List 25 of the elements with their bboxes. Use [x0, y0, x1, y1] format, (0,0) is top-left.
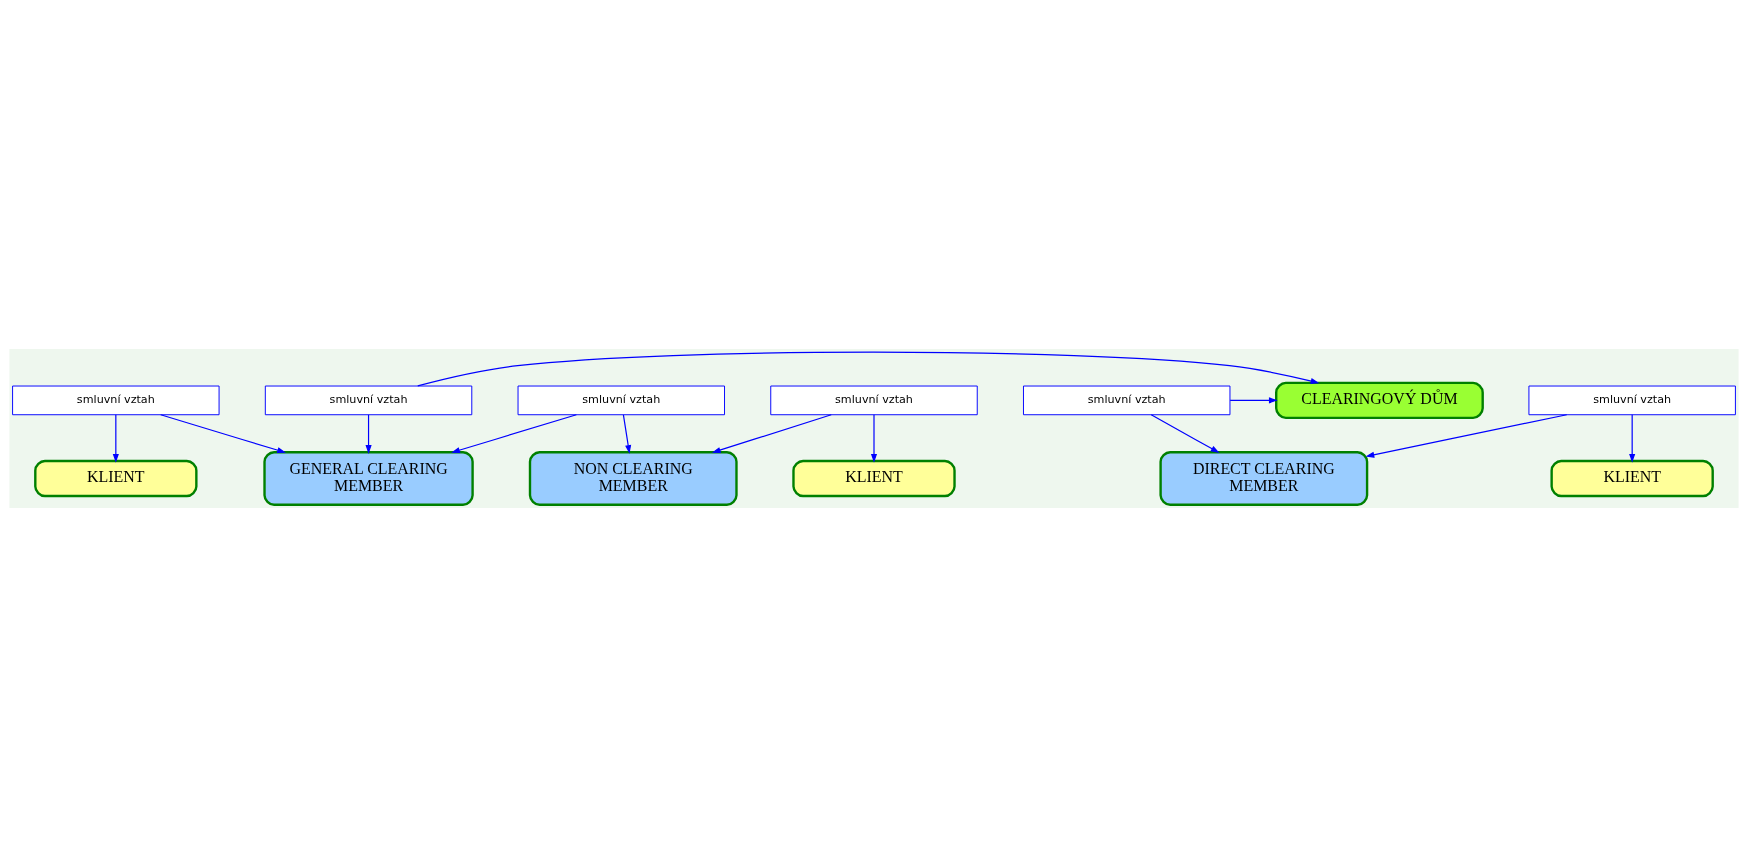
- arrow: [451, 414, 577, 454]
- node-box: NON CLEARING MEMBER: [528, 451, 738, 506]
- arrow: [160, 414, 286, 454]
- node-box: GENERAL CLEARING MEMBER: [263, 451, 474, 506]
- node-box: KLIENT: [792, 459, 956, 498]
- node-box: smluvní vztah: [770, 385, 978, 416]
- arrow: [1629, 414, 1636, 463]
- node-box: KLIENT: [1550, 459, 1714, 498]
- node-box: KLIENT: [34, 459, 198, 498]
- node-box: smluvní vztah: [1023, 385, 1231, 416]
- node-box: smluvní vztah: [12, 385, 220, 416]
- node-box: DIRECT CLEARING MEMBER: [1159, 451, 1369, 506]
- arrow: [365, 414, 372, 454]
- arrow: [870, 414, 878, 463]
- arrow: [417, 351, 1320, 387]
- node-box: CLEARINGOVÝ DŮM: [1275, 381, 1484, 420]
- node-box: smluvní vztah: [264, 385, 473, 416]
- arrow: [1150, 414, 1220, 453]
- arrow: [1229, 397, 1278, 404]
- arrow: [711, 414, 832, 453]
- node-box: smluvní vztah: [1528, 385, 1736, 416]
- arrow: [112, 414, 119, 463]
- arrow: [622, 414, 632, 454]
- arrow: [1365, 414, 1568, 458]
- node-box: smluvní vztah: [517, 385, 725, 416]
